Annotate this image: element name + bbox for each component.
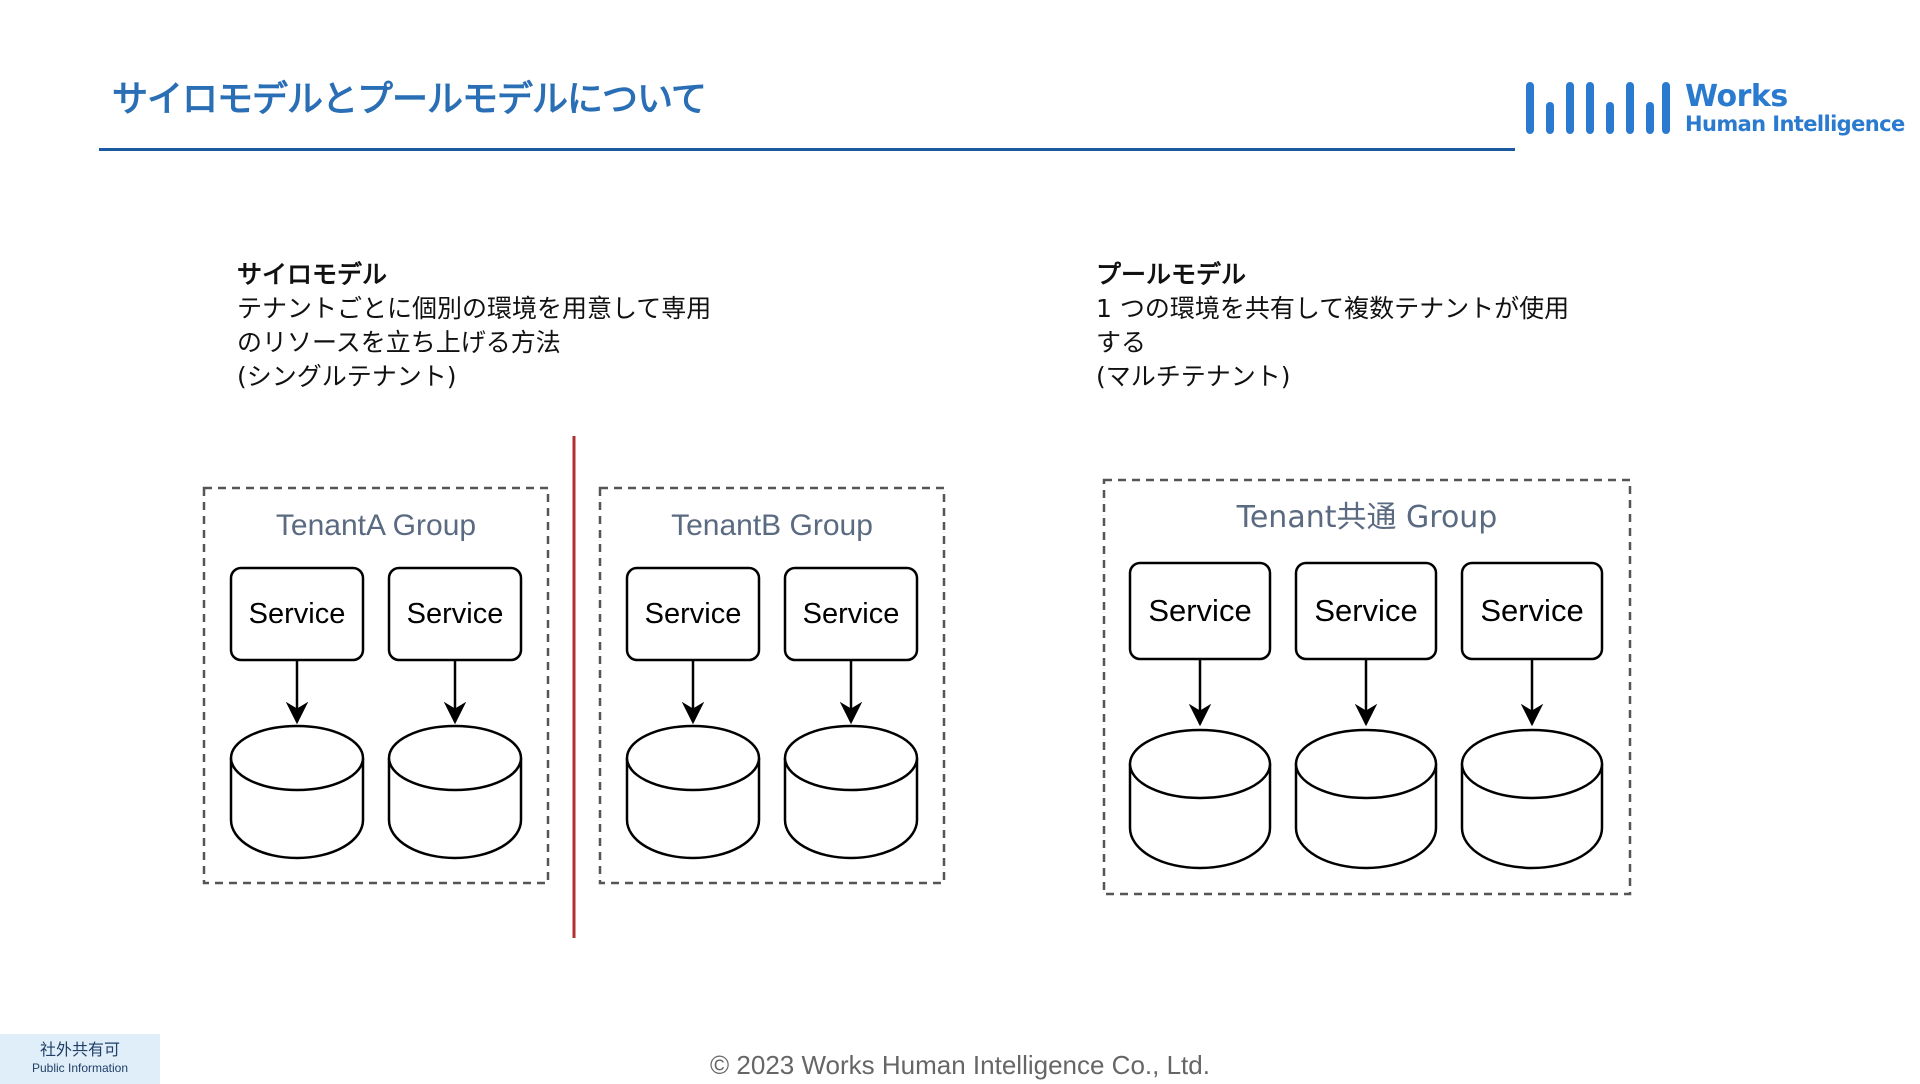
copyright-footer: © 2023 Works Human Intelligence Co., Ltd… — [710, 1050, 1210, 1080]
database-top — [387, 724, 523, 792]
service-unit: Service — [783, 566, 919, 860]
badge-jp-label: 社外共有可 — [39, 1040, 120, 1059]
pool-line: (マルチテナント) — [1096, 362, 1291, 391]
database-top — [783, 724, 919, 792]
tenant-group-a: TenantA Group Service Service — [202, 486, 550, 885]
company-logo: Works Human Intelligence — [1522, 79, 1905, 140]
service-label: Service — [1314, 593, 1417, 628]
service-unit: Service — [387, 566, 523, 860]
database-top — [1294, 728, 1438, 800]
database-top — [1128, 728, 1272, 800]
pool-line: する — [1096, 328, 1147, 357]
title-underline — [99, 148, 1515, 151]
service-unit: Service — [1294, 561, 1438, 870]
tenant-group-b: TenantB Group Service Service — [598, 486, 946, 885]
silo-heading: サイロモデル — [237, 260, 388, 289]
service-unit: Service — [229, 566, 365, 860]
database-top — [625, 724, 761, 792]
page-title: サイロモデルとプールモデルについて — [112, 79, 707, 120]
badge-en-label: Public Information — [31, 1061, 129, 1075]
service-label: Service — [1480, 593, 1583, 628]
silo-line: (シングルテナント) — [237, 362, 457, 391]
group-boundary — [598, 486, 946, 885]
service-label: Service — [1148, 593, 1251, 628]
service-unit: Service — [1128, 561, 1272, 870]
tenant-group-shared: Tenant共通 Group Service Service Service — [1102, 478, 1632, 896]
service-unit: Service — [1460, 561, 1604, 870]
silo-description: サイロモデル テナントごとに個別の環境を用意して専用 のリソースを立ち上げる方法… — [237, 258, 711, 394]
group-boundary — [1102, 478, 1632, 896]
group-label: Tenant共通 Group — [1236, 500, 1498, 535]
service-label: Service — [249, 598, 346, 630]
pool-description: プールモデル 1 つの環境を共有して複数テナントが使用 する (マルチテナント) — [1096, 258, 1569, 394]
group-label: TenantB Group — [671, 509, 873, 542]
pool-heading: プールモデル — [1096, 260, 1247, 289]
service-label: Service — [803, 598, 900, 630]
silo-line: テナントごとに個別の環境を用意して専用 — [237, 294, 712, 323]
public-info-badge: 社外共有可 Public Information — [0, 1034, 160, 1084]
logo-brand: Works — [1685, 79, 1788, 114]
logo-subtitle: Human Intelligence — [1685, 112, 1905, 136]
pool-line: 1 つの環境を共有して複数テナントが使用 — [1096, 294, 1570, 323]
group-label: TenantA Group — [276, 509, 476, 542]
group-boundary — [202, 486, 550, 885]
logo-bars-icon — [1526, 82, 1670, 134]
silo-line: のリソースを立ち上げる方法 — [237, 328, 561, 357]
database-top — [229, 724, 365, 792]
database-top — [1460, 728, 1604, 800]
service-label: Service — [645, 598, 742, 630]
service-unit: Service — [625, 566, 761, 860]
service-label: Service — [407, 598, 504, 630]
